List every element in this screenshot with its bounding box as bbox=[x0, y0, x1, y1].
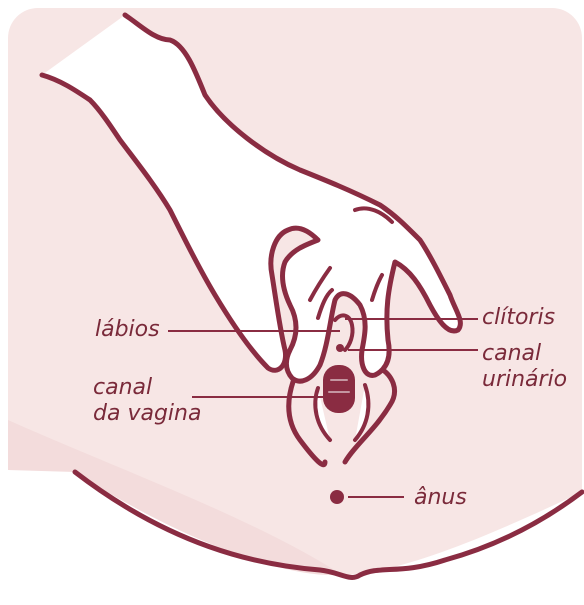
label-anus: ânus bbox=[414, 485, 467, 511]
label-canal-urinario-line1: canal bbox=[482, 341, 541, 367]
vaginal-opening bbox=[323, 365, 355, 413]
label-labios: lábios bbox=[95, 317, 160, 343]
label-canal-vagina-line1: canal bbox=[93, 375, 152, 401]
label-clitoris: clítoris bbox=[482, 305, 555, 331]
anus-mark bbox=[330, 490, 344, 504]
label-canal-urinario-line2: urinário bbox=[482, 367, 567, 393]
label-canal-vagina-line2: da vagina bbox=[93, 401, 201, 427]
urinary-opening bbox=[336, 344, 344, 352]
body-fill bbox=[8, 470, 582, 600]
